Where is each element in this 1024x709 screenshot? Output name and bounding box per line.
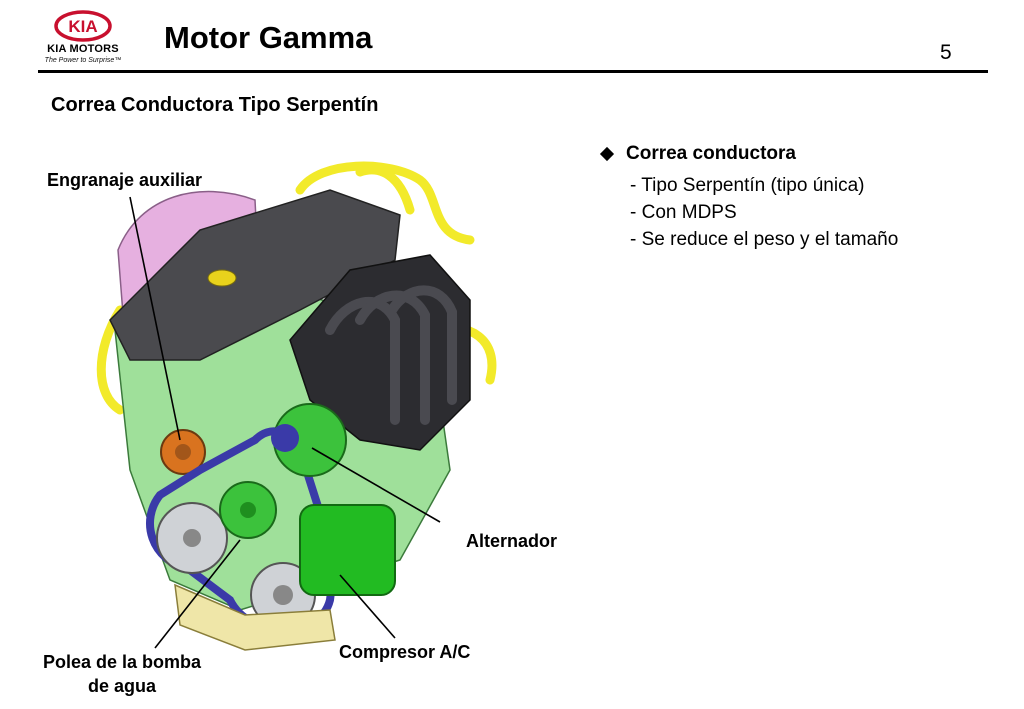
- label-alternator: Alternador: [466, 531, 558, 551]
- header-rule: [38, 70, 988, 73]
- bullet-item: - Se reduce el peso y el tamaño: [630, 229, 899, 250]
- ac-compressor-body: [299, 504, 396, 596]
- bullet-item: - Con MDPS: [630, 202, 737, 223]
- bullet-title: Correa conductora: [626, 143, 796, 164]
- page-number: 5: [940, 41, 952, 64]
- logo-brand: KIA MOTORS: [47, 43, 119, 55]
- label-water-pump-line1: Polea de la bomba: [42, 652, 202, 672]
- leader-lines: [129, 196, 441, 649]
- oil-pan: [174, 583, 336, 651]
- oil-filler-cap: [207, 269, 237, 287]
- intake-runners: [325, 285, 457, 425]
- logo-tagline: The Power to Surprise™: [44, 57, 122, 64]
- bullet-item: - Tipo Serpentín (tipo única): [630, 175, 865, 196]
- label-ac-compressor: Compresor A/C: [339, 642, 471, 662]
- bullet-block: Correa conductora - Tipo Serpentín (tipo…: [598, 143, 898, 253]
- label-water-pump-pulley: Polea de la bomba de agua: [24, 650, 220, 698]
- bullet-header: Correa conductora: [598, 143, 898, 165]
- kia-logo: KIA KIA MOTORS The Power to Surprise™: [38, 10, 128, 68]
- bullet-sub-list: - Tipo Serpentín (tipo única) - Con MDPS…: [630, 172, 898, 253]
- label-auxiliary-gear: Engranaje auxiliar: [47, 170, 203, 190]
- kia-logo-icon: KIA: [54, 10, 112, 42]
- valve-cover: [109, 189, 401, 361]
- logo-mark-text: KIA: [68, 17, 97, 36]
- page-title: Motor Gamma: [164, 20, 373, 55]
- label-water-pump-line2: de agua: [87, 676, 157, 696]
- section-subtitle: Correa Conductora Tipo Serpentín: [51, 94, 379, 116]
